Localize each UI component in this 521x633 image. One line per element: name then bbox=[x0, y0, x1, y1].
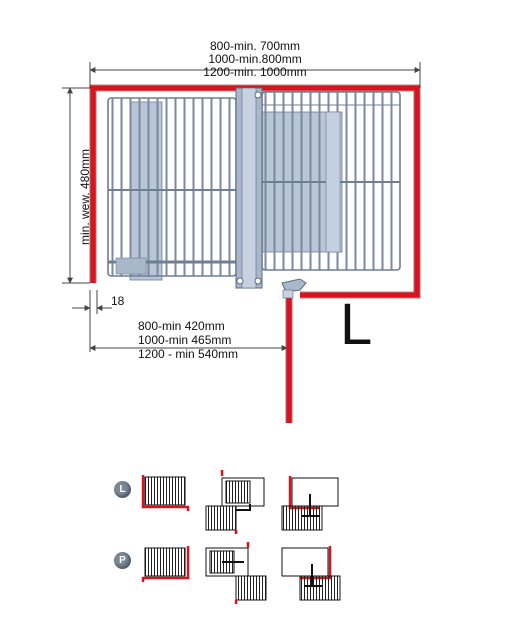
variant-l-thumbnails bbox=[141, 470, 339, 534]
left-dimension-label: min. wew. 480mm bbox=[78, 148, 92, 246]
bottom-dimension-line-1: 800-min 420mm bbox=[138, 319, 225, 333]
corner-orientation-label: L bbox=[340, 292, 373, 357]
top-dimension-line-1: 800-min. 700mm bbox=[209, 39, 301, 53]
bottom-dimension-line-3: 1200 - min 540mm bbox=[138, 347, 239, 361]
wire-baskets bbox=[107, 87, 401, 299]
bottom-dimension-line-2: 1000-min 465mm bbox=[138, 333, 232, 347]
variant-diagrams bbox=[141, 470, 341, 604]
gap-dimension-label: 18 bbox=[111, 294, 125, 308]
variant-p-badge: P bbox=[114, 552, 131, 569]
top-dimension-line-3: 1200-min. 1000mm bbox=[203, 65, 307, 79]
variant-l-badge: L bbox=[114, 481, 131, 498]
top-dimension-line-2: 1000-min.800mm bbox=[208, 52, 302, 66]
variant-p-thumbnails bbox=[141, 542, 341, 604]
cabinet-walls bbox=[90, 85, 420, 423]
